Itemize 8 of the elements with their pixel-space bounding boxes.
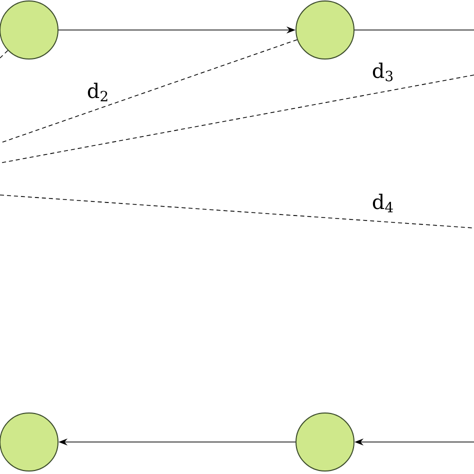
dashed-line	[0, 50, 8, 58]
edge-label: d$_{2}$	[86, 82, 110, 102]
dashed-line	[0, 39, 298, 144]
distance-label: d$_{4}$	[370, 192, 396, 214]
circle-node	[296, 412, 354, 472]
circle-node	[296, 0, 354, 60]
distance-label: d$_{3}$	[370, 62, 396, 82]
circle-node	[0, 412, 58, 472]
